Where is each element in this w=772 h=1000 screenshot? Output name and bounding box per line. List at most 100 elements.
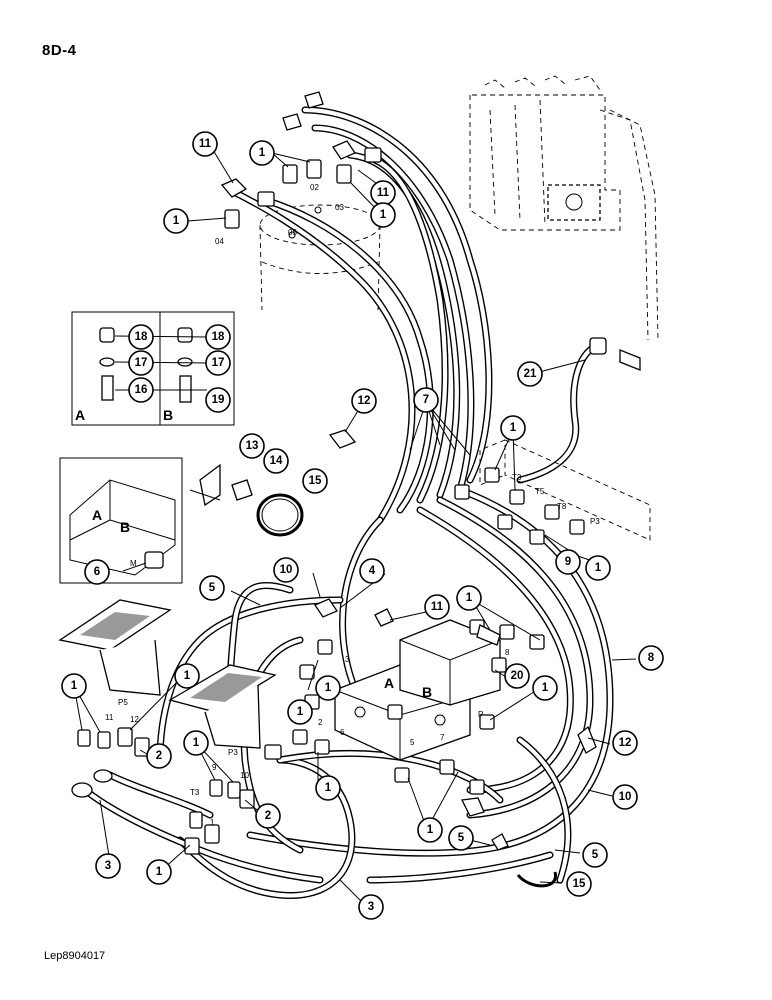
callout-1-tank: 1 bbox=[163, 208, 189, 234]
svg-text:1: 1 bbox=[325, 682, 332, 694]
callout-19: 19 bbox=[205, 387, 231, 413]
callout-2-left: 2 bbox=[146, 743, 172, 769]
port-label-1: 1 bbox=[210, 818, 215, 827]
svg-text:13: 13 bbox=[246, 440, 259, 452]
control-block: A B 3 2 4 5 6 7 8 P F bbox=[292, 598, 545, 817]
block-label-a: A bbox=[384, 675, 394, 691]
svg-text:9: 9 bbox=[565, 556, 571, 568]
block-label-b: B bbox=[422, 684, 432, 700]
svg-text:1: 1 bbox=[259, 147, 266, 159]
callout-6: 6 bbox=[84, 559, 110, 585]
svg-text:11: 11 bbox=[199, 138, 212, 150]
callout-18-b: 18 bbox=[205, 324, 231, 350]
port-label-04: 04 bbox=[215, 237, 224, 246]
callout-17-a: 17 bbox=[128, 350, 154, 376]
svg-text:14: 14 bbox=[270, 455, 283, 467]
svg-text:17: 17 bbox=[212, 357, 225, 369]
hose-bundle bbox=[81, 106, 614, 900]
callout-10-right: 10 bbox=[612, 784, 638, 810]
port-label-9: 9 bbox=[212, 763, 217, 772]
svg-text:8: 8 bbox=[648, 652, 655, 664]
callout-2-mid: 2 bbox=[255, 803, 281, 829]
port-label-5: 5 bbox=[410, 738, 415, 747]
callout-14: 14 bbox=[263, 448, 289, 474]
callout-3-bottom: 3 bbox=[358, 894, 384, 920]
svg-text:12: 12 bbox=[358, 395, 371, 407]
clips bbox=[189, 429, 357, 537]
pilot-valves: P5 11 12 P3 10 9 T3 1 bbox=[58, 599, 282, 855]
callout-1-bottom-left: 1 bbox=[146, 859, 172, 885]
callout-7: 7 bbox=[413, 387, 439, 413]
svg-text:1: 1 bbox=[427, 824, 434, 836]
svg-text:1: 1 bbox=[466, 592, 473, 604]
svg-text:1: 1 bbox=[595, 562, 602, 574]
callout-9: 9 bbox=[555, 549, 581, 575]
callout-1-top: 1 bbox=[249, 140, 275, 166]
port-label-10: 10 bbox=[240, 771, 249, 780]
callout-11-centre: 11 bbox=[424, 594, 450, 620]
callout-1-right: 1 bbox=[585, 555, 611, 581]
port-label-7: 7 bbox=[440, 733, 445, 742]
svg-text:1: 1 bbox=[297, 706, 304, 718]
svg-text:1: 1 bbox=[380, 209, 387, 221]
svg-text:10: 10 bbox=[280, 564, 293, 576]
callout-12-right: 12 bbox=[612, 730, 638, 756]
svg-text:1: 1 bbox=[193, 737, 200, 749]
svg-text:17: 17 bbox=[135, 357, 148, 369]
callout-11-top-left: 11 bbox=[192, 131, 218, 157]
svg-text:7: 7 bbox=[423, 394, 429, 406]
callout-18-a: 18 bbox=[128, 324, 154, 350]
port-label-05: 05 bbox=[288, 228, 297, 237]
svg-text:4: 4 bbox=[369, 565, 376, 577]
drawing-reference: Lep8904017 bbox=[44, 950, 106, 962]
callout-11-top-right: 11 bbox=[370, 180, 396, 206]
port-label-2: 2 bbox=[318, 718, 323, 727]
svg-text:11: 11 bbox=[431, 601, 444, 613]
svg-text:21: 21 bbox=[524, 368, 537, 380]
svg-text:5: 5 bbox=[458, 832, 465, 844]
page-reference: 8D-4 bbox=[42, 42, 77, 59]
callout-1-block-a: 1 bbox=[315, 675, 341, 701]
callout-15-bottom: 15 bbox=[566, 871, 592, 897]
svg-text:5: 5 bbox=[209, 582, 216, 594]
callout-1-mid: 1 bbox=[315, 775, 341, 801]
svg-text:10: 10 bbox=[619, 791, 632, 803]
svg-text:2: 2 bbox=[156, 750, 162, 762]
callout-10-top: 10 bbox=[273, 557, 299, 583]
svg-text:15: 15 bbox=[309, 475, 322, 487]
port-label-p3: P3 bbox=[590, 517, 600, 526]
callout-1-bottom-centre: 1 bbox=[417, 817, 443, 843]
callout-21: 21 bbox=[517, 361, 543, 387]
callout-5-left: 5 bbox=[199, 575, 225, 601]
svg-text:6: 6 bbox=[94, 566, 100, 578]
inset-label-b: B bbox=[163, 407, 173, 423]
svg-text:1: 1 bbox=[173, 215, 180, 227]
callout-15-top: 15 bbox=[302, 468, 328, 494]
callout-3-left: 3 bbox=[95, 853, 121, 879]
callout-20: 20 bbox=[504, 663, 530, 689]
svg-text:15: 15 bbox=[573, 878, 586, 890]
svg-text:1: 1 bbox=[71, 680, 78, 692]
port-label-02: 02 bbox=[310, 183, 319, 192]
svg-text:3: 3 bbox=[105, 860, 111, 872]
callout-1-right-block: 1 bbox=[532, 675, 558, 701]
callout-1-top-right: 1 bbox=[370, 202, 396, 228]
svg-text:5: 5 bbox=[592, 849, 599, 861]
callout-1-pedal: 1 bbox=[174, 663, 200, 689]
pilot-manifold: T3 T5 T8 P3 bbox=[454, 337, 651, 545]
port-label-p3-left: P3 bbox=[228, 748, 238, 757]
port-label-12: 12 bbox=[130, 715, 139, 724]
port-label-3: 3 bbox=[345, 655, 350, 664]
svg-text:2: 2 bbox=[265, 810, 271, 822]
svg-text:18: 18 bbox=[212, 331, 225, 343]
port-label-p: P bbox=[478, 710, 483, 719]
inset-block-label-a: A bbox=[92, 507, 102, 523]
svg-text:1: 1 bbox=[156, 866, 163, 878]
svg-text:1: 1 bbox=[542, 682, 549, 694]
inset-block-label-b: B bbox=[120, 519, 130, 535]
svg-text:1: 1 bbox=[184, 670, 191, 682]
inset-label-a: A bbox=[75, 407, 85, 423]
svg-text:16: 16 bbox=[135, 384, 148, 396]
port-label-t3-left: T3 bbox=[190, 788, 200, 797]
